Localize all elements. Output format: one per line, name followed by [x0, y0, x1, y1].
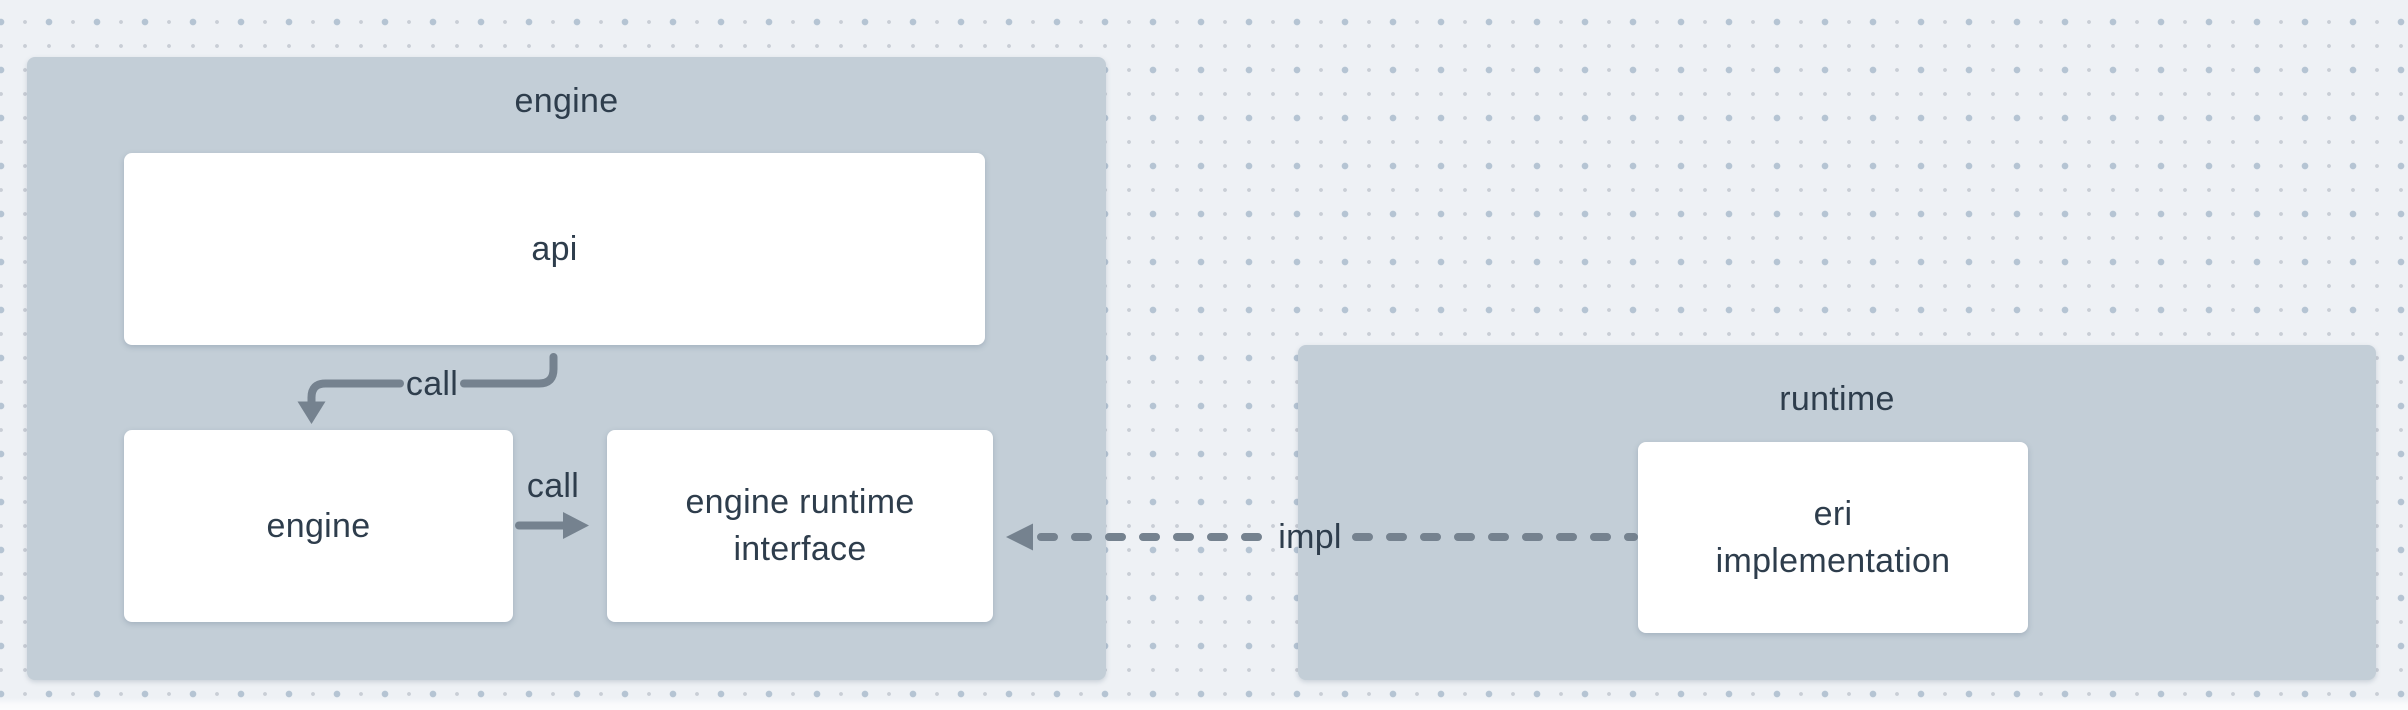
group-runtime-title: runtime: [1779, 380, 1895, 418]
node-api-label: api: [531, 229, 578, 268]
canvas-bottom-edge: [0, 698, 2408, 710]
node-engine-runtime-interface-label: engine runtime interface: [685, 483, 915, 568]
group-engine-title: engine: [514, 82, 619, 120]
node-eri-implementation-label: eri implementation: [1715, 494, 1951, 580]
edge-label-call-engine-to-eri: call: [526, 467, 580, 505]
node-api[interactable]: api: [124, 153, 985, 345]
edge-label-call-api-to-engine: call: [405, 365, 459, 403]
node-engine-label: engine: [266, 506, 371, 545]
edge-label-impl: impl: [1278, 518, 1342, 556]
node-eri-implementation[interactable]: eri implementation: [1638, 442, 2028, 633]
node-engine[interactable]: engine: [124, 430, 513, 622]
node-engine-runtime-interface[interactable]: engine runtime interface: [607, 430, 993, 622]
